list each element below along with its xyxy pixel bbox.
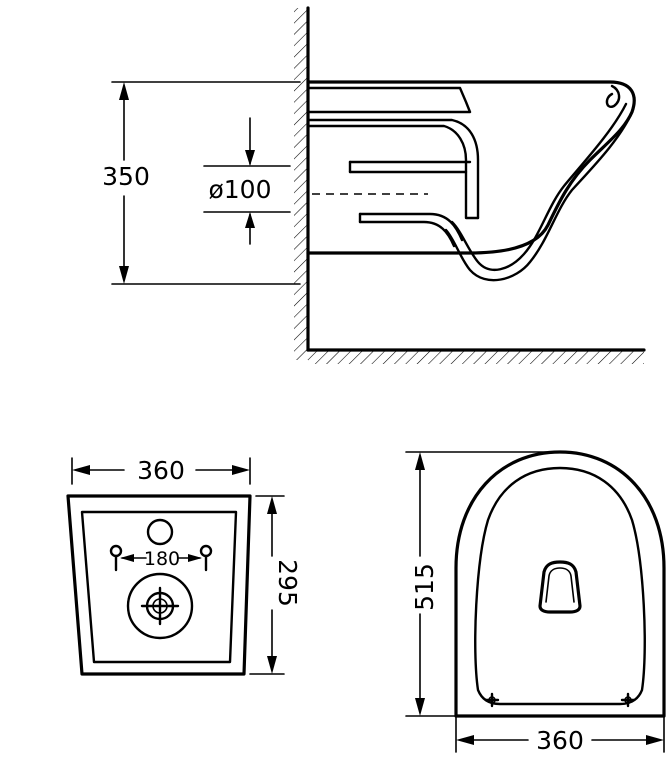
toilet-side-profile <box>306 80 636 282</box>
back-width-dimension: 360 <box>71 456 251 485</box>
outlet-pipe <box>126 572 194 640</box>
back-inner-outline <box>80 510 238 664</box>
back-depth-label: 295 <box>273 559 302 607</box>
mounting-mark-right <box>620 692 636 708</box>
floor <box>306 348 646 364</box>
pipe-diameter-label: ø100 <box>208 175 271 204</box>
bolt-spacing-label: 180 <box>144 548 180 570</box>
bowl-outer-outline <box>454 450 666 718</box>
top-length-dimension: 515 <box>405 451 557 717</box>
water-inlet-hole <box>146 518 174 546</box>
bowl-drain <box>538 560 582 614</box>
bolt-right <box>199 544 213 572</box>
back-width-label: 360 <box>137 456 185 485</box>
bolt-spacing-dimension: 180 <box>120 548 202 570</box>
top-width-label: 360 <box>536 726 584 755</box>
back-depth-dimension: 295 <box>249 495 302 675</box>
wall <box>294 6 310 360</box>
top-view: 515 360 <box>405 450 666 755</box>
back-outline <box>66 494 252 676</box>
bolt-left <box>109 544 123 572</box>
height-dimension: 350 <box>102 81 301 285</box>
top-width-dimension: 360 <box>455 715 665 755</box>
height-label: 350 <box>102 162 150 191</box>
bowl-inner-outline <box>474 466 646 706</box>
top-length-label: 515 <box>410 563 439 611</box>
side-view: 350 ø100 <box>102 6 646 364</box>
pipe-diameter-dimension: ø100 <box>203 117 291 245</box>
mounting-mark-left <box>484 692 500 708</box>
back-view: 360 180 <box>66 456 302 676</box>
